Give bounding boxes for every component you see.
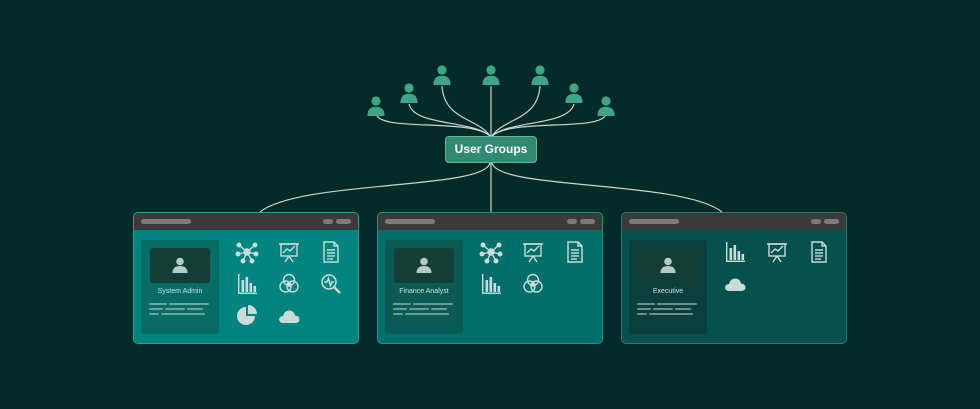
user-icon: [481, 64, 501, 86]
search-analytics-icon: [319, 272, 343, 296]
text-placeholder-line: [409, 308, 429, 310]
window-title-bar: [378, 213, 602, 230]
text-placeholder-line: [413, 303, 453, 305]
text-placeholder-line: [393, 313, 403, 315]
cloud-icon: [723, 272, 747, 296]
window-title-bar: [622, 213, 846, 230]
text-placeholder-line: [161, 313, 205, 315]
user-icon: [432, 64, 452, 86]
role-label: Executive: [652, 288, 684, 295]
user-icon: [530, 64, 550, 86]
bar-chart-icon: [479, 272, 503, 296]
text-placeholder-line: [393, 308, 407, 310]
profile-card: System Admin: [141, 240, 219, 334]
executive-window: Executive: [621, 212, 847, 344]
presentation-icon: [521, 240, 545, 264]
text-placeholder-line: [653, 308, 673, 310]
system-admin-window: System Admin: [133, 212, 359, 344]
presentation-icon: [765, 240, 789, 264]
user-icon: [399, 82, 419, 104]
cloud-icon: [277, 304, 301, 328]
text-placeholder-line: [149, 303, 167, 305]
text-placeholder-line: [431, 308, 447, 310]
text-placeholder-line: [405, 313, 449, 315]
presentation-icon: [277, 240, 301, 264]
text-placeholder-line: [637, 313, 647, 315]
pie-chart-icon: [235, 304, 259, 328]
user-icon: [564, 82, 584, 104]
document-icon: [563, 240, 587, 264]
document-icon: [319, 240, 343, 264]
avatar: [394, 248, 454, 283]
text-placeholder-line: [657, 303, 697, 305]
avatar: [638, 248, 698, 283]
text-placeholder-line: [169, 303, 209, 305]
bar-chart-icon: [723, 240, 747, 264]
window-title-bar: [134, 213, 358, 230]
text-placeholder-line: [149, 308, 163, 310]
venn-icon: [277, 272, 301, 296]
text-placeholder-line: [637, 303, 655, 305]
text-placeholder-line: [149, 313, 159, 315]
text-placeholder-line: [675, 308, 691, 310]
user-icon: [366, 95, 386, 117]
text-placeholder-line: [165, 308, 185, 310]
profile-card: Finance Analyst: [385, 240, 463, 334]
profile-card: Executive: [629, 240, 707, 334]
network-icon: [479, 240, 503, 264]
role-label: System Admin: [157, 288, 203, 295]
avatar: [150, 248, 210, 283]
network-icon: [235, 240, 259, 264]
finance-analyst-window: Finance Analyst: [377, 212, 603, 344]
text-placeholder-line: [187, 308, 203, 310]
venn-icon: [521, 272, 545, 296]
document-icon: [807, 240, 831, 264]
user-groups-node: User Groups: [445, 136, 537, 163]
bar-chart-icon: [235, 272, 259, 296]
user-icon: [596, 95, 616, 117]
text-placeholder-line: [649, 313, 693, 315]
user-icon: [416, 257, 432, 273]
user-icon: [660, 257, 676, 273]
text-placeholder-line: [637, 308, 651, 310]
text-placeholder-line: [393, 303, 411, 305]
role-label: Finance Analyst: [399, 288, 449, 295]
user-icon: [172, 257, 188, 273]
